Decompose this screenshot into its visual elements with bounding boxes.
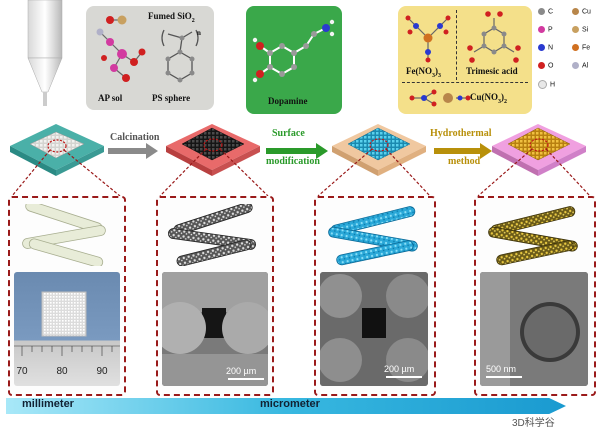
- scaffold-dopamine: [332, 124, 426, 176]
- process-row: [10, 124, 591, 197]
- fumed-sio2-molecule-icon: [106, 15, 127, 25]
- legend-item-o: O: [538, 62, 553, 69]
- fe-no3-molecule-icon: [405, 15, 451, 63]
- scaffold-cube-icon: [14, 291, 120, 356]
- scalebar-mof: 500 nm: [486, 364, 517, 374]
- ps-sphere-label: PS sphere: [152, 93, 191, 103]
- ps-sphere-molecule-icon: [161, 29, 199, 83]
- legend-item-c: C: [538, 8, 553, 15]
- sem-mof: 500 nm: [480, 272, 588, 386]
- ap-sol-molecule-icon: [96, 28, 146, 82]
- step-calcination-label: Calcination: [110, 132, 160, 143]
- rods-mof-illustration: [488, 206, 578, 266]
- scalebar-line: [228, 378, 264, 380]
- fumed-sio2-label: Fumed SiO2: [148, 11, 195, 24]
- photo-printed-scaffold: [14, 272, 120, 386]
- scalebar-line: [386, 376, 422, 378]
- printer-nozzle: [27, 0, 63, 106]
- sem-dopamine: 200 µm: [320, 272, 428, 386]
- step-hydro-label-1: Hydrothermal: [430, 128, 492, 139]
- legend-item-si: Si: [572, 26, 588, 33]
- watermark: 3D科学谷: [512, 418, 555, 429]
- rods-calcined-illustration: [167, 204, 257, 266]
- legend-item-p: P: [538, 26, 553, 33]
- zoom-lines: [11, 148, 591, 197]
- scale-label-millimeter: millimeter: [22, 398, 74, 410]
- legend-item-fe: Fe: [572, 44, 590, 51]
- scalebar-line: [486, 376, 522, 378]
- scaffold-mof: [492, 124, 586, 176]
- rods-dopamine-illustration: [328, 206, 418, 266]
- ruler-tick-70: 70: [16, 366, 28, 377]
- scaffold-printed: [10, 124, 104, 176]
- length-scale-bar: [6, 398, 566, 414]
- rods-printed-illustration: [22, 204, 106, 266]
- trimesic-acid-label: Trimesic acid: [466, 66, 518, 76]
- step-surface-label-2: modification: [266, 156, 320, 167]
- legend-item-al: Al: [572, 62, 588, 69]
- mof-divider-horizontal: [402, 82, 528, 83]
- arrow-surface-modification: [266, 143, 328, 159]
- fe-no3-label: Fe(NO3)3: [406, 66, 441, 79]
- arrow-hydrothermal: [434, 143, 492, 159]
- element-legend: C Cu P Si N Fe O Al H: [538, 8, 604, 100]
- legend-item-cu: Cu: [572, 8, 591, 15]
- ap-sol-label: AP sol: [98, 93, 123, 103]
- step-surface-label-1: Surface: [272, 128, 305, 139]
- sem-calcined: 200 µm: [162, 272, 268, 386]
- step-hydro-label-2: method: [448, 156, 481, 167]
- cu-no3-label: Cu(NO3)2: [470, 92, 508, 105]
- ruler-tick-80: 80: [56, 366, 68, 377]
- scalebar-calcined: 200 µm: [226, 366, 257, 376]
- ps-n-label: n: [197, 29, 201, 37]
- trimesic-acid-molecule-icon: [467, 11, 521, 63]
- scale-label-micrometer: micrometer: [260, 398, 320, 410]
- mof-divider-vertical: [456, 10, 457, 80]
- dopamine-molecule-icon: [252, 19, 335, 83]
- arrow-calcination: [108, 143, 158, 159]
- legend-item-n: N: [538, 44, 553, 51]
- mof-precursor-box: [398, 6, 532, 114]
- legend-item-h: H: [538, 80, 555, 89]
- dopamine-label: Dopamine: [268, 96, 308, 106]
- scaffold-calcined: [166, 124, 260, 176]
- ruler-tick-90: 90: [96, 366, 108, 377]
- scalebar-dopamine: 200 µm: [384, 364, 415, 374]
- cu-no3-molecule-icon: [409, 89, 471, 107]
